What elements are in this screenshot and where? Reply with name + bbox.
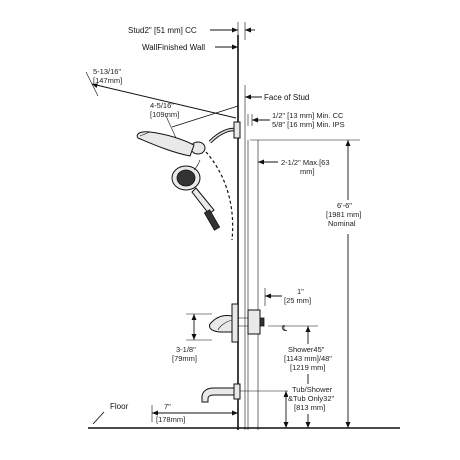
arm-mm-label: [109mm]	[150, 110, 179, 119]
shower-valve-height: Shower45" [1143 mm]/48" [1219 mm]	[284, 326, 346, 428]
spout-reach-dimension: 7" [178mm]	[151, 402, 238, 424]
arm-in-label: 4-5/16"	[150, 101, 174, 110]
shower-head	[136, 131, 206, 157]
hose-path	[205, 151, 234, 241]
arm-dimension	[171, 105, 239, 128]
height-mm-label: [1981 mm]	[326, 210, 361, 219]
tub-height-label-2: &Tub Only32"	[288, 394, 334, 403]
head-reach-dimension	[91, 83, 237, 119]
spout-in-label: 7"	[164, 402, 171, 411]
wall-structure	[237, 35, 259, 430]
valve-body	[247, 309, 261, 335]
shower-arm	[208, 121, 241, 144]
top-dimensions: Stud2" [51 mm] CC WallFinished Wall	[128, 22, 255, 52]
valve-trim-plate	[231, 303, 239, 343]
centerline-symbol: ℄	[281, 324, 288, 333]
hand-shower	[171, 159, 221, 231]
tub-height-label-3: [813 mm]	[294, 403, 325, 412]
head-reach-in-label: 5-13/16"	[93, 67, 121, 76]
rain-head	[136, 131, 195, 157]
tub-spout-body	[201, 387, 239, 403]
handle-mm-label: [79mm]	[172, 354, 197, 363]
height-in-label: 6'-6"	[337, 201, 352, 210]
pipe-ips-label: 5/8" [16 mm] Min. IPS	[272, 120, 345, 129]
wall-flange	[233, 121, 241, 139]
overall-height-dimension: 6'-6" [1981 mm] Nominal	[250, 139, 373, 428]
pipe-cc-label: 1/2" [13 mm] Min. CC	[272, 111, 344, 120]
stud-cc-label: Stud2" [51 mm] CC	[128, 26, 197, 35]
valve-handle	[209, 315, 233, 333]
max-depth-label-1: 2-1/2" Max.[63	[281, 158, 330, 167]
finished-wall-label: WallFinished Wall	[142, 43, 205, 52]
valve-assembly	[209, 303, 265, 343]
face-of-stud-label: Face of Stud	[264, 93, 309, 102]
shower-height-label-3: [1219 mm]	[290, 363, 325, 372]
tub-spout	[201, 383, 241, 403]
shower-height-label-1: Shower45"	[288, 345, 325, 354]
height-note-label: Nominal	[328, 219, 356, 228]
tub-spout-height: Tub/Shower &Tub Only32" [813 mm]	[240, 384, 338, 428]
valve-depth-mm-label: [25 mm]	[284, 296, 311, 305]
handle-dimension: 3-1/8" [79mm]	[172, 313, 212, 363]
floor-leader	[92, 411, 105, 425]
floor-label: Floor	[110, 402, 129, 411]
hand-shower-handle	[191, 187, 215, 215]
tub-height-label-1: Tub/Shower	[292, 385, 333, 394]
shower-height-label-2: [1143 mm]/48"	[284, 354, 332, 363]
spout-mm-label: [178mm]	[156, 415, 185, 424]
head-reach-mm-label: [147mm]	[93, 76, 122, 85]
max-depth-label-2: mm]	[300, 167, 315, 176]
valve-depth-in-label: 1"	[297, 287, 304, 296]
handle-in-label: 3-1/8"	[176, 345, 196, 354]
